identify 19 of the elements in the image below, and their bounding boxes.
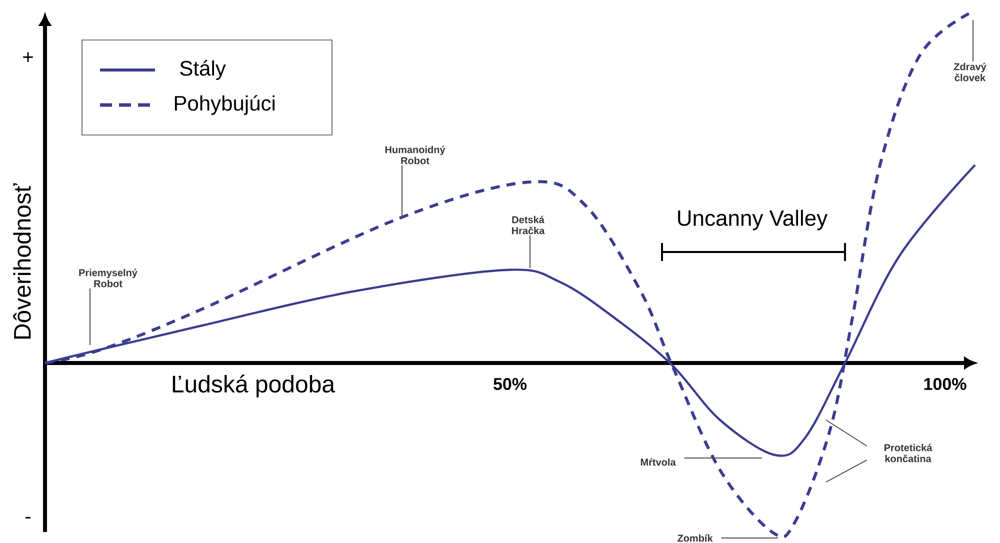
axis-title: Ľudská podoba [172,374,336,398]
tick-label: - [26,516,30,519]
callout-label: Detská Hračka [512,216,545,234]
callout-label: Mŕtvola [640,458,676,466]
tick-label: 100% [924,378,966,390]
callout-label: Zombík [678,534,713,542]
callout-label: Protetická končatina [884,444,932,462]
tick-label: + [23,52,33,62]
tick-label: 50% [494,378,527,390]
legend-label: Pohybujúci [174,95,274,115]
leader-line [972,20,974,62]
leader-line [826,420,868,446]
leader-line [826,460,868,482]
axis-title: Dôverihodnosť [13,183,31,339]
region-label: Uncanny Valley [678,210,828,230]
callout-label: Priemyselný Robot [79,268,138,288]
callout-label: Zdravý človek [954,62,986,82]
callout-label: Humanoidný Robot [385,146,446,164]
legend-label: Stály [180,60,226,80]
